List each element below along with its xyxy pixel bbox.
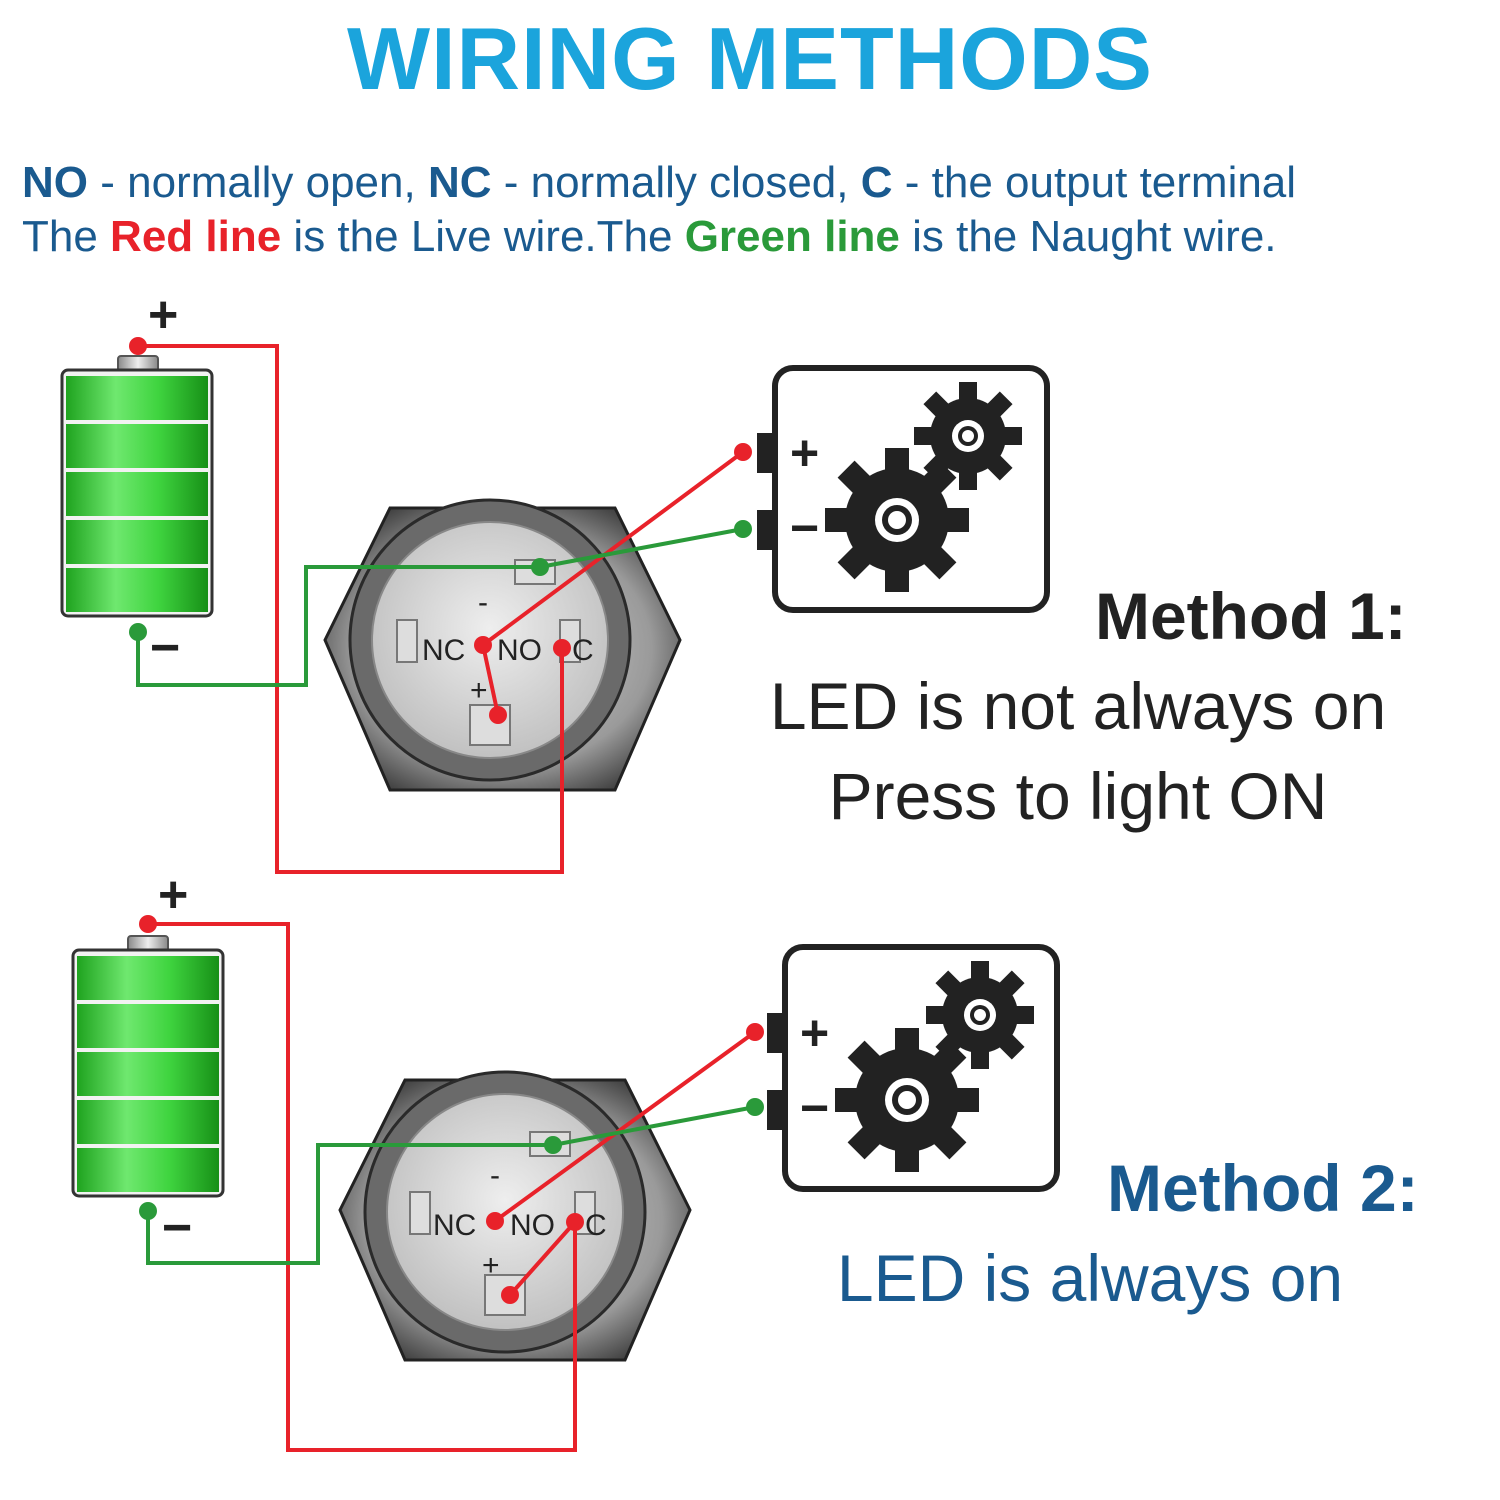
battery-minus-terminal (129, 623, 147, 641)
device-plus-sign: + (790, 425, 819, 481)
switch-label-plus: + (482, 1249, 500, 1282)
switch-label-minus: - (478, 586, 488, 619)
device-minus-sign: − (790, 500, 819, 556)
battery-plus-terminal (139, 915, 157, 933)
device-plus-sign: + (800, 1005, 829, 1061)
legend-mid: is the Live wire.The (281, 212, 685, 261)
legend-line-wires: The Red line is the Live wire.The Green … (22, 212, 1277, 262)
legend-c: C (860, 158, 893, 207)
push-switch-icon: - NC NO C + (323, 498, 682, 792)
battery-minus-terminal (139, 1202, 157, 1220)
switch-label-nc: NC (433, 1209, 476, 1242)
green-wire-method-1 (136, 527, 744, 687)
legend-post: is the Naught wire. (899, 212, 1277, 261)
switch-label-no: NO (510, 1209, 555, 1242)
switch-led-plus-terminal (489, 706, 507, 724)
gear-device-icon (767, 944, 1060, 1192)
switch-label-c: C (572, 634, 594, 667)
battery-plus-sign: + (158, 866, 188, 924)
switch-led-plus-terminal (501, 1286, 519, 1304)
switch-label-no: NO (497, 634, 542, 667)
legend-red-line: Red line (110, 212, 282, 261)
battery-plus-terminal (129, 337, 147, 355)
legend-green-line: Green line (684, 212, 900, 261)
battery-icon (60, 355, 214, 618)
switch-label-plus: + (470, 674, 488, 707)
switch-c-terminal (553, 639, 571, 657)
device-plus-terminal (746, 1023, 764, 1041)
switch-label-c: C (585, 1209, 607, 1242)
device-plus-terminal (734, 443, 752, 461)
battery-icon (71, 935, 225, 1198)
method-1-title: Method 1: (1095, 579, 1407, 653)
red-wire-method-2 (148, 922, 757, 1452)
method-2-title: Method 2: (1107, 1151, 1419, 1225)
green-wire-method-2 (146, 1105, 756, 1265)
switch-label-nc: NC (422, 634, 465, 667)
legend-nc: NC (427, 158, 492, 207)
switch-c-terminal (566, 1213, 584, 1231)
device-minus-terminal (734, 520, 752, 538)
battery-plus-sign: + (148, 286, 178, 344)
method-1-line-2: Press to light ON (828, 759, 1328, 833)
device-minus-sign: − (800, 1080, 829, 1136)
legend-c-desc: - the output terminal (892, 158, 1297, 207)
legend-no-desc: - normally open, (88, 158, 428, 207)
red-wire-method-1 (138, 344, 745, 874)
switch-nc-terminal (486, 1212, 504, 1230)
battery-minus-sign: − (162, 1199, 192, 1257)
legend-no: NO (22, 158, 88, 207)
battery-minus-sign: − (150, 619, 180, 677)
switch-led-minus-terminal (531, 558, 549, 576)
legend-nc-desc: - normally closed, (491, 158, 861, 207)
page-title: WIRING METHODS (347, 9, 1153, 108)
method-1-line-1: LED is not always on (769, 669, 1387, 743)
legend-line-terminals: NO - normally open, NC - normally closed… (22, 158, 1296, 208)
switch-label-minus: - (490, 1159, 500, 1192)
legend-pre: The (22, 212, 111, 261)
device-minus-terminal (746, 1098, 764, 1116)
switch-nc-terminal (474, 636, 492, 654)
switch-led-minus-terminal (544, 1136, 562, 1154)
method-2-line-1: LED is always on (836, 1241, 1344, 1315)
gear-device-icon (757, 365, 1050, 613)
